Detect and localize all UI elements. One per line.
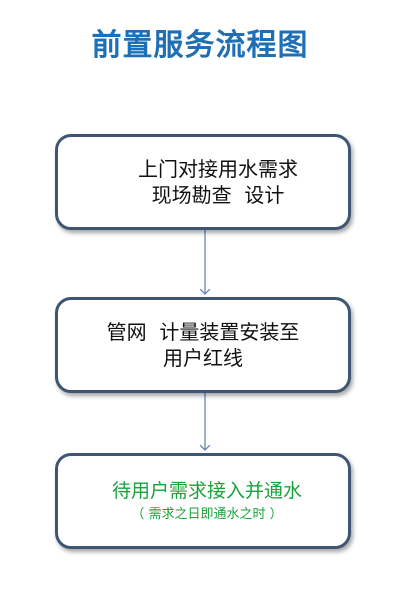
step-2-box: 管网 计量装置安装至 用户红线	[55, 297, 351, 393]
step-1-box: 上门对接用水需求 现场勘查 设计	[55, 134, 351, 230]
step-3-note: （ 需求之日即通水之时 ）	[131, 507, 283, 522]
step-3-main-text: 待用户需求接入并通水	[111, 480, 302, 502]
step-1-line-1: 上门对接用水需求	[138, 157, 298, 181]
step-2-line-1: 管网 计量装置安装至	[106, 320, 300, 344]
step-1-line-2: 现场勘查 设计	[151, 183, 285, 207]
diagram-title: 前置服务流程图	[91, 28, 309, 63]
step-2-line-2: 用户红线	[163, 346, 243, 370]
step-3-box: 待用户需求接入并通水 （ 需求之日即通水之时 ）	[55, 453, 351, 549]
